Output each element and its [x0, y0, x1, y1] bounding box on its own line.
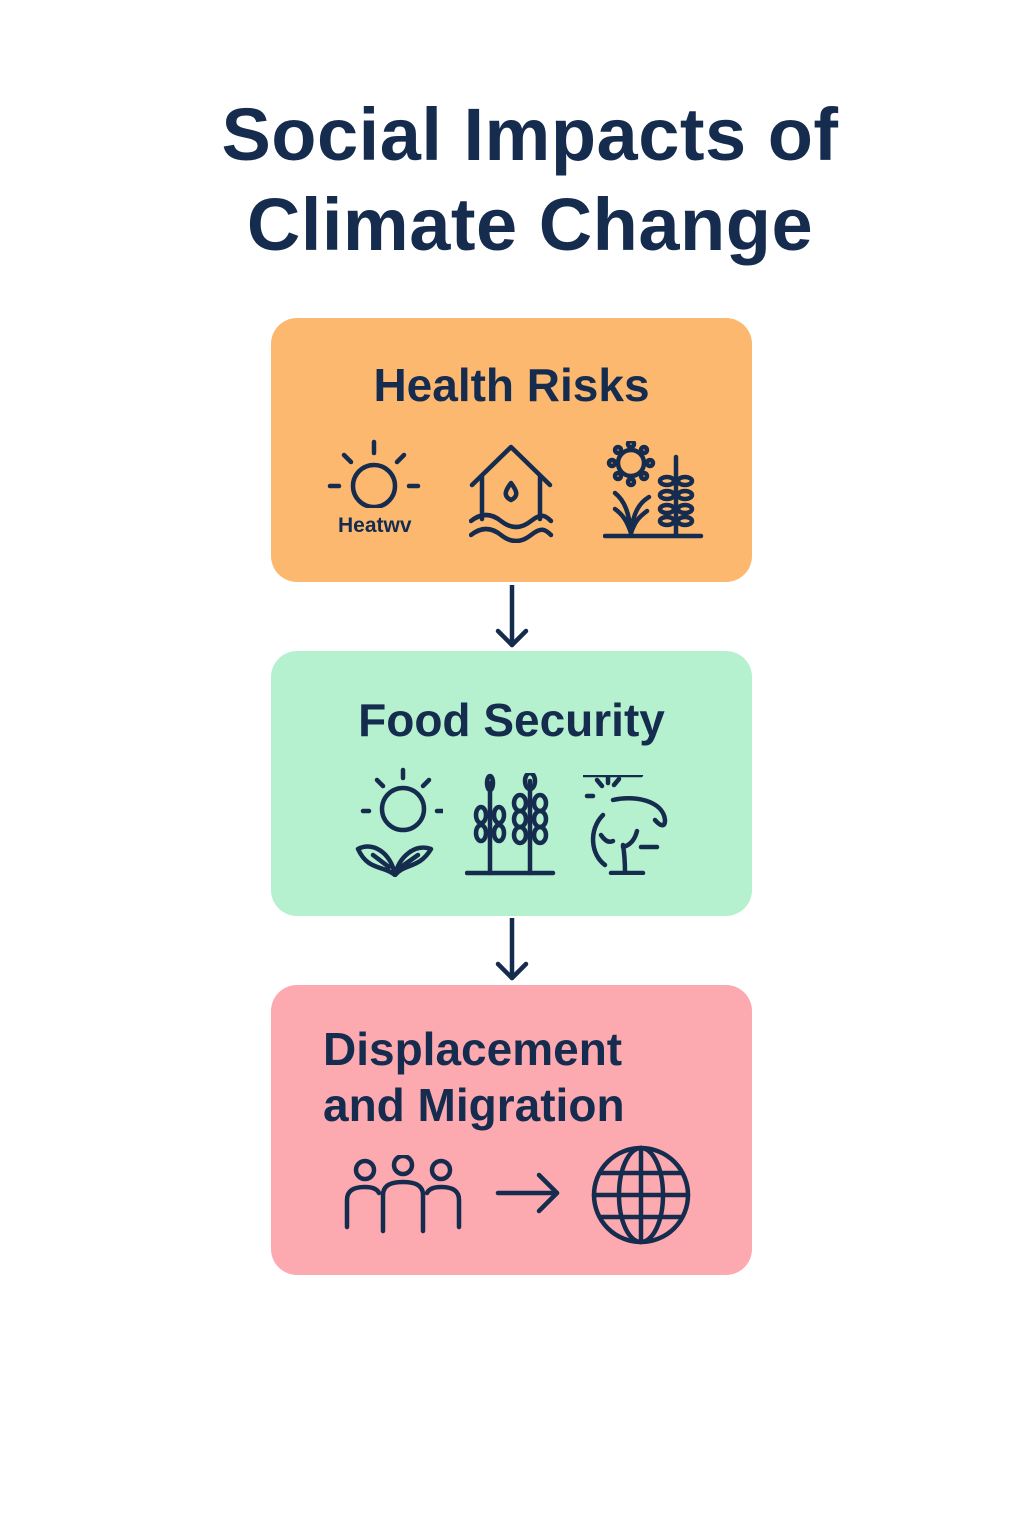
people-icon: [343, 1155, 463, 1235]
box-title: Food Security: [358, 694, 665, 746]
sun-sprout-icon: [353, 767, 443, 877]
box-title-line-1: Displacement: [323, 1023, 623, 1075]
food-security-box: Food Security: [271, 651, 752, 916]
sun-crops-icon: [603, 441, 705, 541]
globe-icon: [589, 1143, 693, 1247]
health-risks-box: Health Risks Heatwv: [271, 318, 752, 582]
sun-icon: [326, 438, 421, 508]
wheat-icon: [465, 773, 557, 877]
withered-tree-icon: [583, 775, 673, 875]
heatwave-caption: Heatwv: [338, 514, 412, 537]
title-line-2: Climate Change: [246, 183, 814, 266]
displacement-migration-box: Displacement and Migration: [271, 985, 752, 1275]
box-title-line-2: and Migration: [323, 1079, 625, 1131]
down-arrow-icon: [494, 582, 530, 654]
page-title: Social Impacts of Climate Change: [0, 90, 1024, 270]
box-title: Health Risks: [373, 359, 650, 411]
title-line-1: Social Impacts of: [221, 93, 839, 176]
down-arrow-icon: [494, 915, 530, 987]
arrow-right-icon: [495, 1171, 561, 1215]
flooded-house-icon: [469, 443, 554, 543]
box-title: Displacement and Migration: [323, 1021, 625, 1133]
